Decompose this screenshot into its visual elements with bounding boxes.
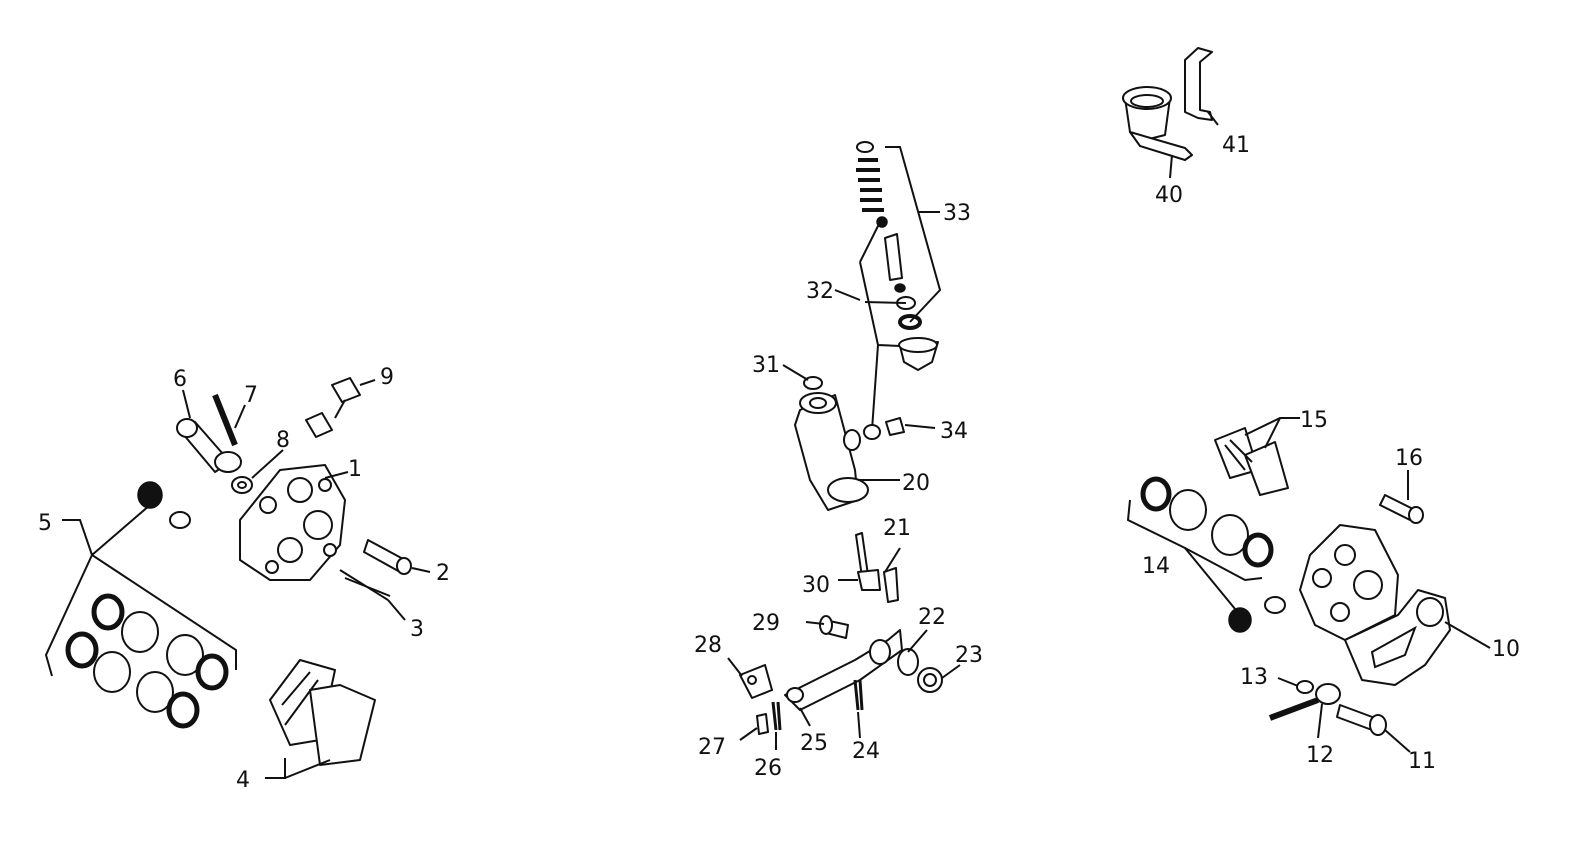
label-7: 7 (244, 383, 258, 408)
label-6: 6 (173, 367, 187, 392)
label-9: 9 (380, 365, 394, 390)
label-30: 30 (802, 573, 830, 598)
reservoir-group (1122, 47, 1219, 179)
label-33: 33 (943, 201, 971, 226)
label-14: 14 (1142, 554, 1170, 579)
reservoir-part (1122, 86, 1193, 161)
bolt-2-part (363, 539, 412, 575)
rear-caliper-body-part (1299, 524, 1451, 686)
label-41: 41 (1222, 133, 1250, 158)
master-cylinder-body-part (794, 392, 869, 511)
brake-lever-part (784, 629, 903, 711)
pistons-seals-part (65, 593, 229, 729)
label-31: 31 (752, 353, 780, 378)
label-27: 27 (698, 735, 726, 760)
label-13: 13 (1240, 665, 1268, 690)
label-12: 12 (1306, 743, 1334, 768)
part-number-labels: 1 2 3 4 5 6 7 8 9 10 11 12 13 14 15 16 2… (38, 133, 1520, 793)
label-5: 5 (38, 511, 52, 536)
rear-pads-part (1214, 427, 1289, 496)
bleeder-part (137, 481, 191, 529)
label-20: 20 (902, 471, 930, 496)
label-32: 32 (806, 279, 834, 304)
label-1: 1 (348, 457, 362, 482)
label-4: 4 (236, 768, 250, 793)
label-34: 34 (940, 419, 968, 444)
label-28: 28 (694, 633, 722, 658)
label-15: 15 (1300, 408, 1328, 433)
caliper-body-part (239, 464, 346, 581)
label-21: 21 (883, 516, 911, 541)
right-caliper-group (1126, 417, 1491, 753)
brake-pads-part (269, 659, 376, 766)
reservoir-bracket-part (1184, 47, 1213, 121)
pad-spring-part (305, 377, 361, 438)
label-29: 29 (752, 611, 780, 636)
label-11: 11 (1408, 749, 1436, 774)
label-22: 22 (918, 605, 946, 630)
label-26: 26 (754, 756, 782, 781)
banjo-bolt-part (176, 393, 253, 494)
label-24: 24 (852, 739, 880, 764)
dust-boot-part (898, 337, 939, 371)
spring-stack-part (856, 141, 922, 330)
label-40: 40 (1155, 183, 1183, 208)
label-10: 10 (1492, 637, 1520, 662)
label-2: 2 (436, 561, 450, 586)
label-25: 25 (800, 731, 828, 756)
label-3: 3 (410, 617, 424, 642)
label-8: 8 (276, 428, 290, 453)
label-23: 23 (955, 643, 983, 668)
master-cylinder-group (727, 141, 961, 750)
label-16: 16 (1395, 446, 1423, 471)
left-caliper-group (44, 377, 431, 779)
